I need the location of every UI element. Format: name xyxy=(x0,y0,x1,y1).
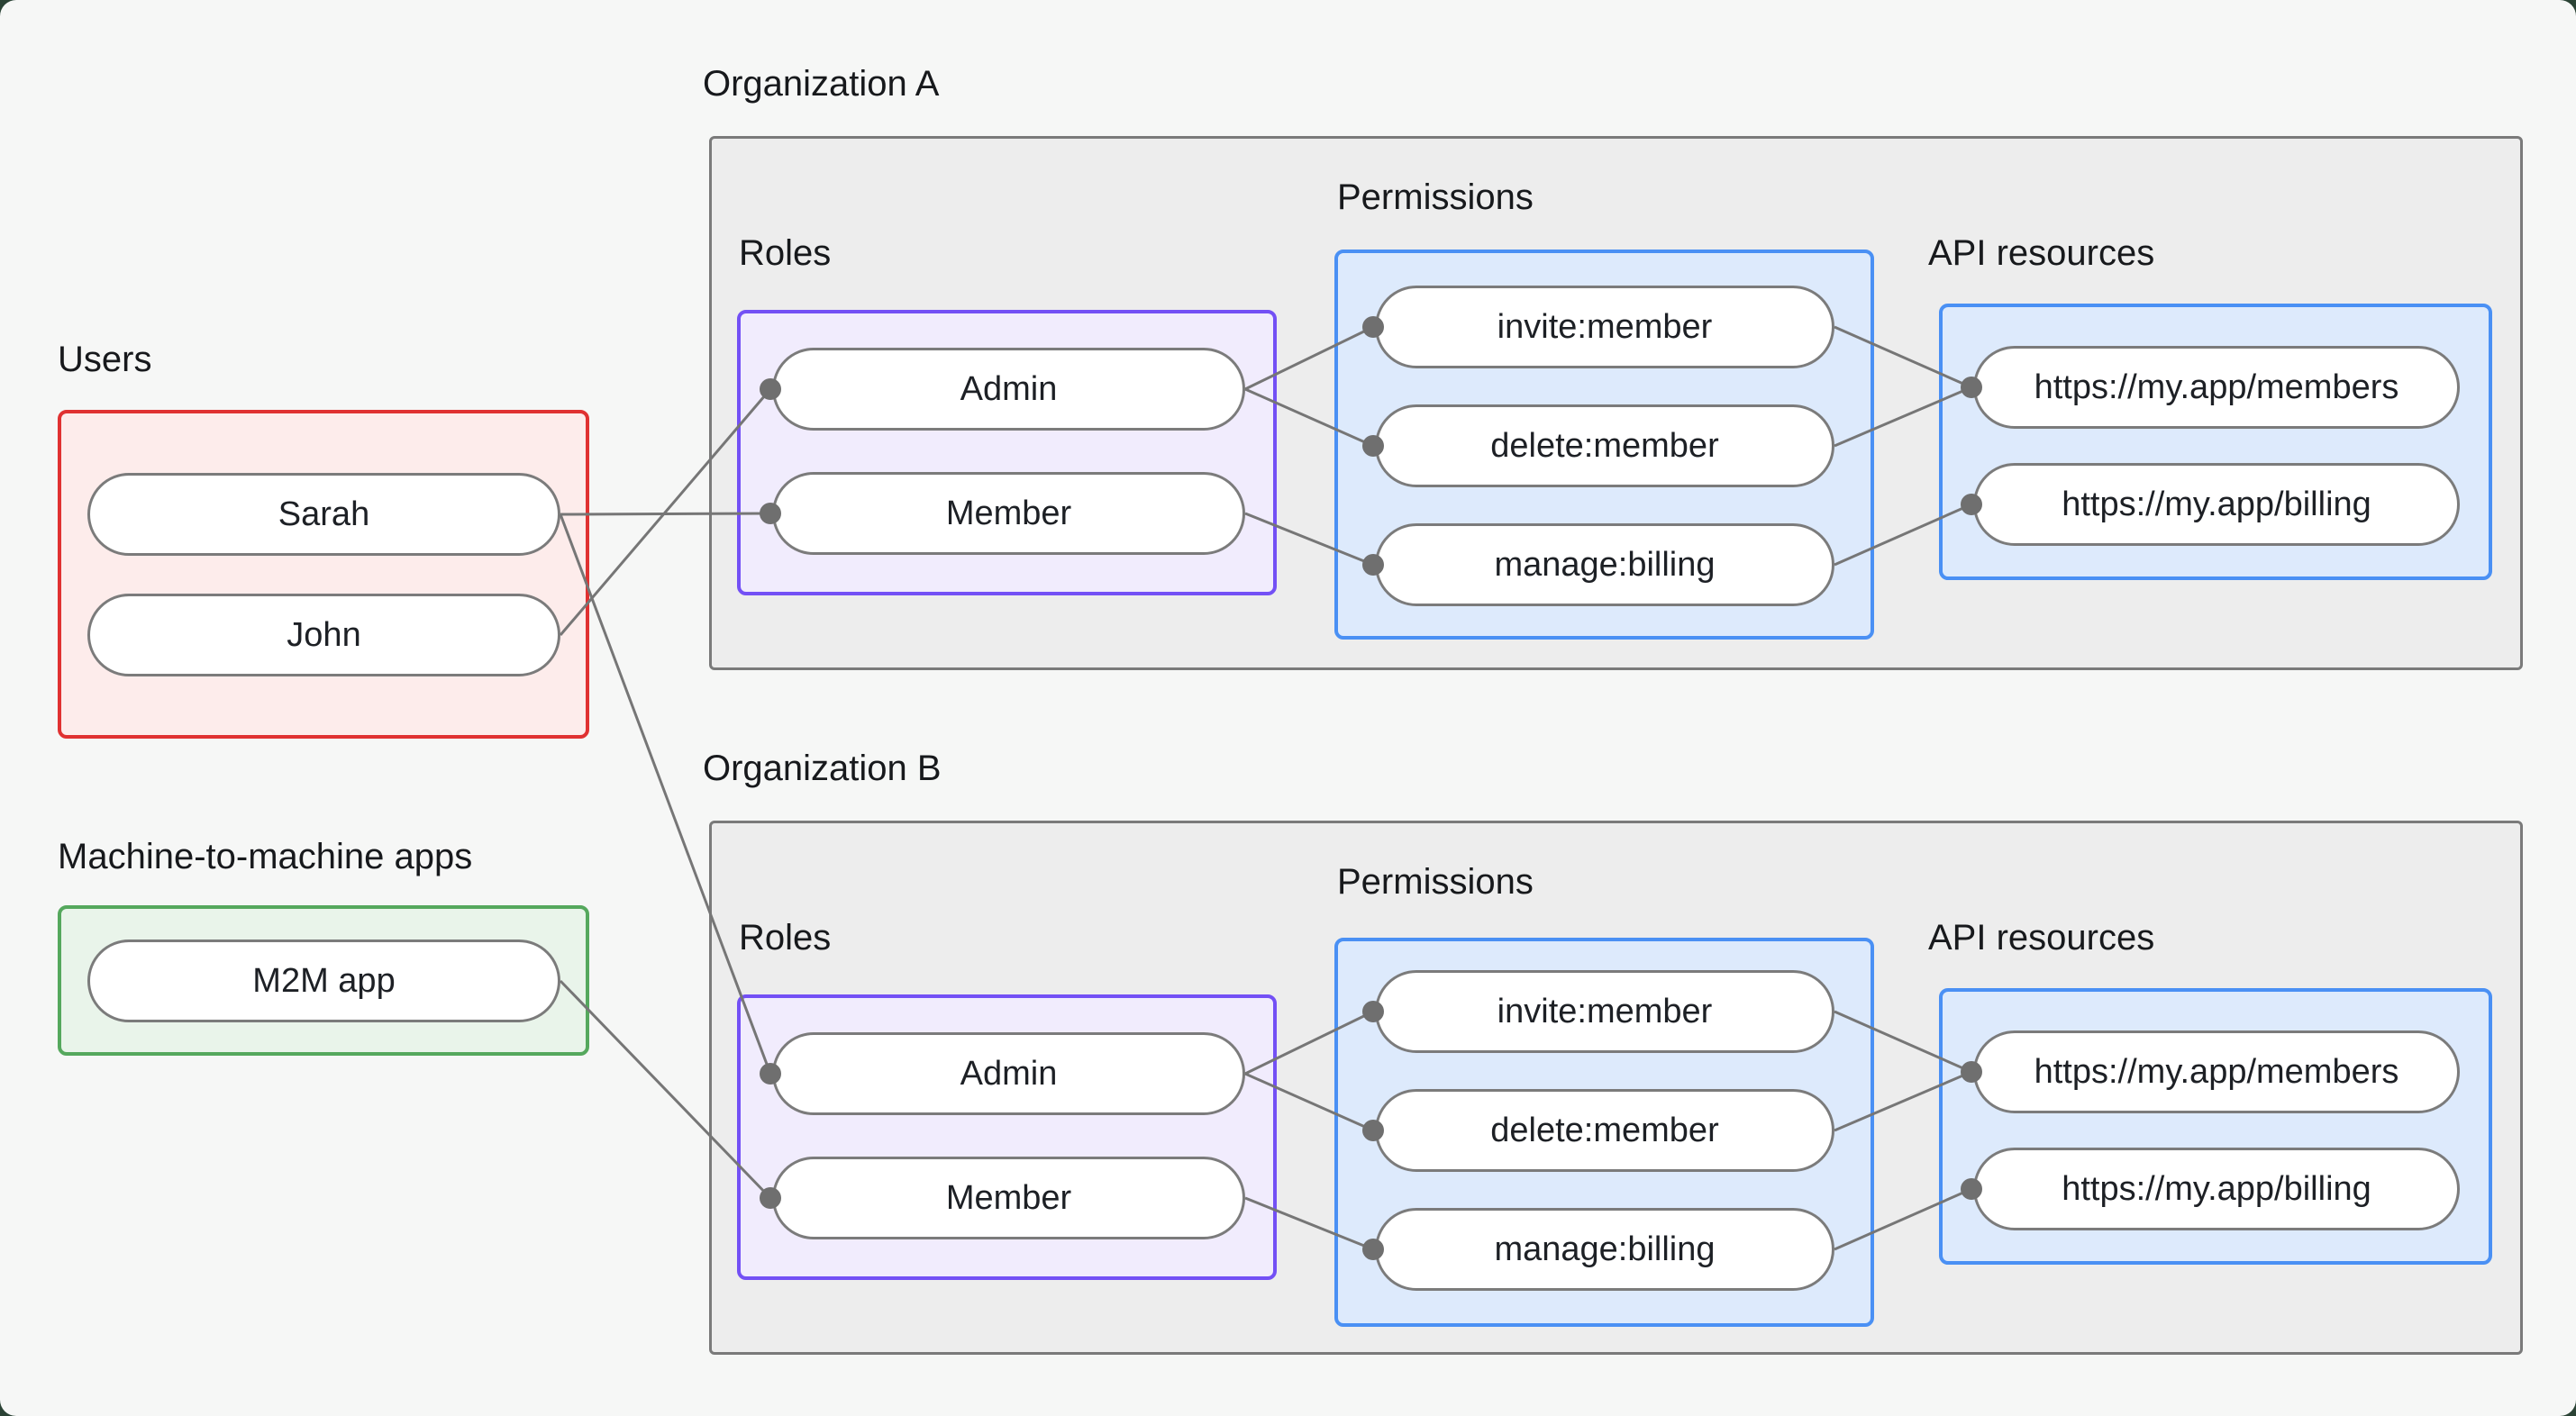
org-b-permissions-label: Permissions xyxy=(1337,862,1534,902)
org-b-roles-label: Roles xyxy=(739,918,832,958)
org-a-api-resources-label: API resources xyxy=(1928,233,2155,273)
node-org-b-perm-invite-member: invite:member xyxy=(1375,970,1834,1053)
node-org-b-perm-delete-member: delete:member xyxy=(1375,1089,1834,1172)
org-b-api-resources-label: API resources xyxy=(1928,918,2155,958)
node-user-sarah: Sarah xyxy=(87,473,560,556)
node-org-a-role-admin: Admin xyxy=(772,348,1245,431)
node-org-a-perm-delete-member: delete:member xyxy=(1375,404,1834,487)
users-label: Users xyxy=(58,340,152,379)
node-org-a-role-member: Member xyxy=(772,472,1245,555)
node-org-a-perm-invite-member: invite:member xyxy=(1375,286,1834,368)
node-org-a-perm-manage-billing: manage:billing xyxy=(1375,523,1834,606)
node-org-a-api-billing: https://my.app/billing xyxy=(1973,463,2460,546)
node-org-b-perm-manage-billing: manage:billing xyxy=(1375,1208,1834,1291)
node-org-b-api-members: https://my.app/members xyxy=(1973,1030,2460,1113)
node-org-b-api-billing: https://my.app/billing xyxy=(1973,1148,2460,1230)
org-a-roles-label: Roles xyxy=(739,233,832,273)
org-a-title: Organization A xyxy=(703,64,940,104)
node-user-john: John xyxy=(87,594,560,676)
node-org-b-role-member: Member xyxy=(772,1157,1245,1239)
org-a-permissions-label: Permissions xyxy=(1337,177,1534,217)
m2m-label: Machine-to-machine apps xyxy=(58,837,473,876)
node-org-b-role-admin: Admin xyxy=(772,1032,1245,1115)
node-m2m-app: M2M app xyxy=(87,939,560,1022)
node-org-a-api-members: https://my.app/members xyxy=(1973,346,2460,429)
users-box xyxy=(58,410,589,739)
org-b-title: Organization B xyxy=(703,749,942,788)
